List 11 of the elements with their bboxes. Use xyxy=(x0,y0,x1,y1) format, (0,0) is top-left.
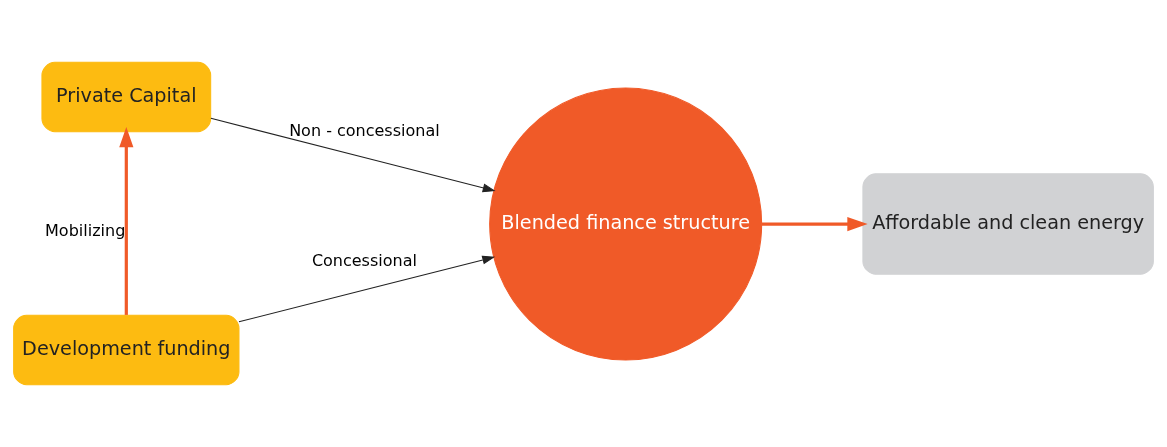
arrow xyxy=(119,127,134,315)
arrow xyxy=(238,255,496,323)
arrow xyxy=(761,216,868,232)
edge-label: Non - concessional xyxy=(289,121,440,141)
node-box: Private Capital xyxy=(41,61,212,133)
node-box: Development funding xyxy=(13,314,240,386)
arrow xyxy=(210,117,496,193)
edge-label: Concessional xyxy=(311,250,417,270)
node-box: Affordable and clean energy xyxy=(862,173,1154,275)
node-circle: Blended finance structure xyxy=(489,87,763,361)
edge-label: Mobilizing xyxy=(45,220,126,240)
